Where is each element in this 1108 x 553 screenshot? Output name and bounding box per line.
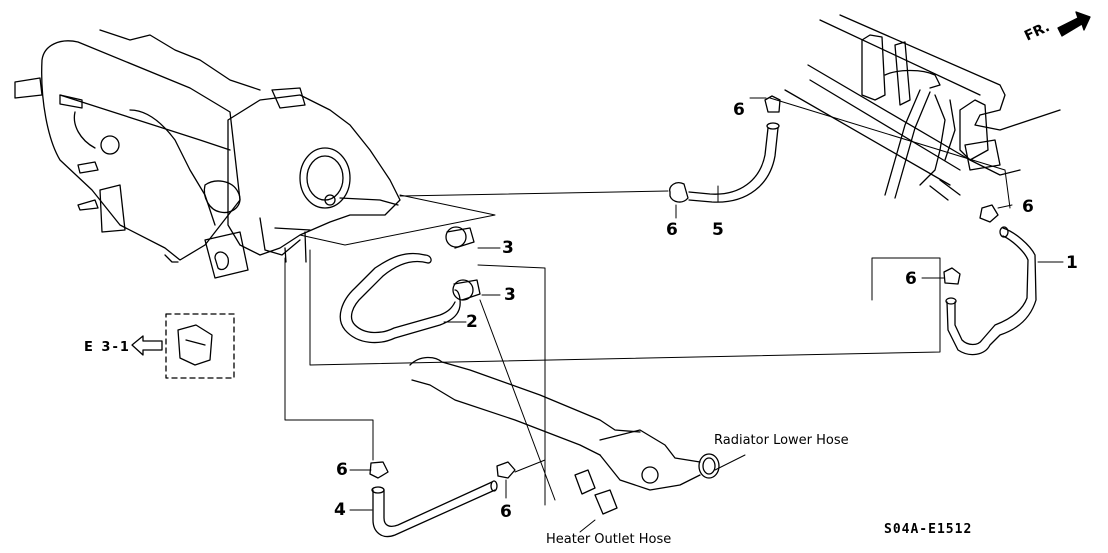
front-direction-arrow-icon — [1057, 11, 1091, 37]
reference-box — [165, 313, 235, 379]
reference-arrow-icon — [131, 335, 163, 356]
hose-4-shape — [369, 461, 516, 538]
callout-part-6[interactable]: 6 — [336, 460, 348, 480]
callout-part-6[interactable]: 6 — [1022, 197, 1034, 217]
callout-part-6[interactable]: 6 — [733, 100, 745, 120]
hose-1-shape — [943, 204, 1037, 356]
heater-outlet-hose-annotation: Heater Outlet Hose — [546, 532, 672, 547]
reference-link[interactable]: E 3-1 — [84, 340, 131, 355]
callout-part-6[interactable]: 6 — [905, 269, 917, 289]
leader-lines — [284, 97, 1064, 533]
diagram-code: S04A-E1512 — [884, 522, 973, 537]
hose-2-shape — [339, 226, 481, 344]
callout-part-3[interactable]: 3 — [502, 238, 514, 258]
engine-block — [784, 14, 1061, 201]
callout-part-1[interactable]: 1 — [1066, 253, 1078, 273]
callout-part-6[interactable]: 6 — [500, 502, 512, 522]
callout-part-6[interactable]: 6 — [666, 220, 678, 240]
intake-manifold — [14, 29, 261, 263]
throttle-body — [203, 87, 401, 279]
hose-5-shape — [669, 95, 781, 203]
callout-part-4[interactable]: 4 — [334, 500, 346, 520]
callout-part-5[interactable]: 5 — [712, 220, 724, 240]
water-outlet-pipe — [409, 356, 720, 515]
callout-part-3[interactable]: 3 — [504, 285, 516, 305]
callout-part-2[interactable]: 2 — [466, 312, 478, 332]
radiator-lower-hose-annotation: Radiator Lower Hose — [714, 433, 849, 448]
